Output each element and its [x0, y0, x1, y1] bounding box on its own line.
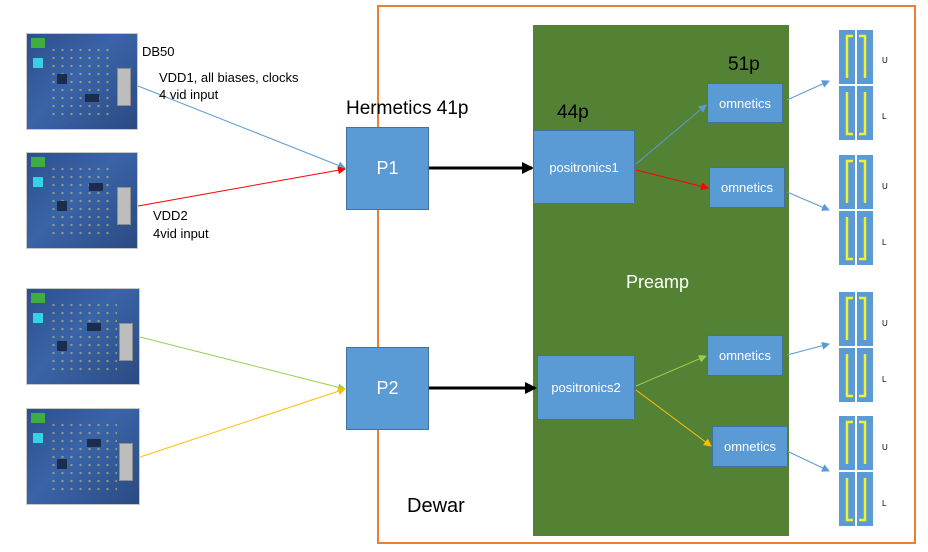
- label-hermetics: Hermetics 41p: [346, 98, 469, 119]
- electronics-board-3: [26, 288, 140, 385]
- sensor-2-l-label: L: [882, 238, 887, 247]
- sensor-4-u-label: U: [882, 443, 888, 452]
- sensor-1-u-label: U: [882, 56, 888, 65]
- label-vid2: 4vid input: [153, 226, 209, 241]
- box-omnetics-3-label: omnetics: [718, 348, 772, 363]
- line-board2-p1: [137, 166, 346, 207]
- label-db50: DB50: [142, 44, 175, 59]
- line-omn1-sensor: [786, 80, 830, 101]
- sensor-1-l-label: L: [882, 112, 887, 121]
- label-44p: 44p: [557, 102, 589, 123]
- label-vdd1: VDD1, all biases, clocks: [159, 70, 299, 85]
- electronics-board-2: [26, 152, 138, 249]
- box-p2: P2: [346, 347, 429, 430]
- line-omn4-sensor: [786, 450, 830, 472]
- box-omnetics-2: omnetics: [709, 167, 785, 208]
- sensor-assembly-2: [839, 155, 873, 265]
- label-dewar: Dewar: [407, 495, 465, 517]
- label-preamp: Preamp: [626, 272, 690, 292]
- label-vid1: 4 vid input: [159, 87, 219, 102]
- box-positronics1-label: positronics1: [549, 159, 619, 175]
- box-omnetics-4: omnetics: [712, 426, 788, 467]
- dewar-boundary: [377, 5, 916, 544]
- electronics-board-1: [26, 33, 138, 130]
- box-omnetics-3: omnetics: [707, 335, 783, 376]
- line-pos1-omn2: [635, 169, 709, 191]
- line-board3-p2: [139, 336, 346, 392]
- box-p1: P1: [346, 127, 429, 210]
- line-omn2-sensor: [786, 191, 830, 211]
- sensor-assembly-1: [839, 30, 873, 140]
- label-vdd2: VDD2: [153, 208, 188, 223]
- box-positronics1: positronics1: [533, 130, 635, 204]
- box-omnetics-4-label: omnetics: [723, 439, 777, 454]
- line-pos2-omn3: [635, 355, 707, 387]
- line-board1-p1: [137, 85, 346, 170]
- box-positronics2-label: positronics2: [551, 380, 621, 395]
- box-omnetics-1: omnetics: [707, 83, 783, 123]
- electronics-board-4: [26, 408, 140, 505]
- box-positronics2: positronics2: [537, 355, 635, 420]
- sensor-assembly-4: [839, 416, 873, 526]
- sensor-2-u-label: U: [882, 182, 888, 191]
- box-p2-label: P2: [376, 378, 399, 398]
- sensor-assembly-3: [839, 292, 873, 402]
- label-51p: 51p: [728, 54, 760, 75]
- line-board4-p2: [139, 387, 346, 458]
- box-omnetics-2-label: omnetics: [720, 180, 774, 195]
- box-p1-label: P1: [376, 158, 399, 178]
- line-pos1-omn1: [635, 104, 707, 165]
- sensor-3-l-label: L: [882, 375, 887, 384]
- sensor-4-l-label: L: [882, 499, 887, 508]
- sensor-3-u-label: U: [882, 319, 888, 328]
- box-omnetics-1-label: omnetics: [718, 95, 772, 111]
- line-pos2-omn4: [635, 389, 712, 447]
- line-omn3-sensor: [786, 341, 830, 356]
